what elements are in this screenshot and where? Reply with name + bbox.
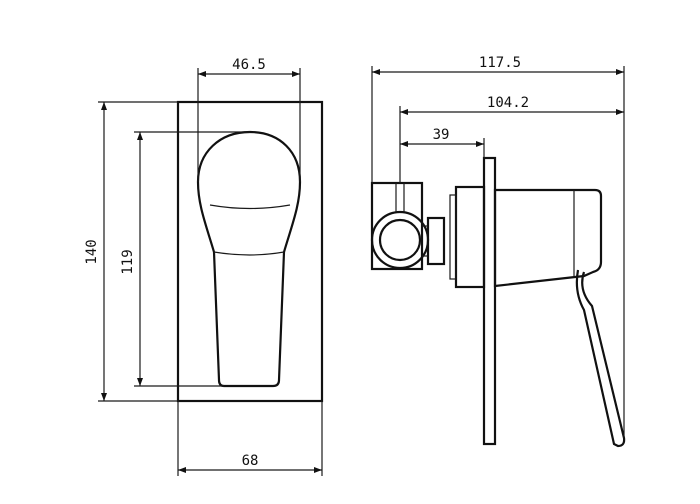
dim-depth-label: 104.2 (487, 95, 529, 111)
dim-inner-height: 119 (120, 131, 250, 387)
side-handle-body (493, 188, 603, 288)
dim-plate-width-label: 68 (242, 453, 259, 469)
side-lever (575, 269, 626, 448)
dim-lever-width-label: 46.5 (232, 57, 266, 73)
dim-lever-width: 46.5 (197, 57, 301, 182)
cover-plate (176, 100, 324, 403)
dim-body-label: 39 (433, 127, 450, 143)
side-body-collar (449, 194, 457, 280)
dim-total-depth: 117.5 (371, 55, 625, 438)
side-wall-plate (482, 156, 497, 446)
side-connector (426, 216, 446, 266)
dim-plate-width: 68 (177, 401, 323, 476)
dim-total-depth-label: 117.5 (479, 55, 521, 71)
dim-body: 39 (400, 127, 485, 158)
side-body (454, 185, 486, 289)
lever-handle (196, 130, 302, 388)
lever-inner-line (209, 204, 291, 210)
side-outlet-inner (378, 218, 422, 262)
side-view: 117.5 104.2 39 (370, 55, 626, 448)
front-view: 46.5 140 119 68 (84, 57, 324, 476)
dim-plate-height: 140 (84, 101, 178, 402)
lever-neck-line (213, 251, 285, 256)
dim-plate-height-label: 140 (84, 239, 100, 264)
dim-inner-height-label: 119 (120, 249, 136, 274)
